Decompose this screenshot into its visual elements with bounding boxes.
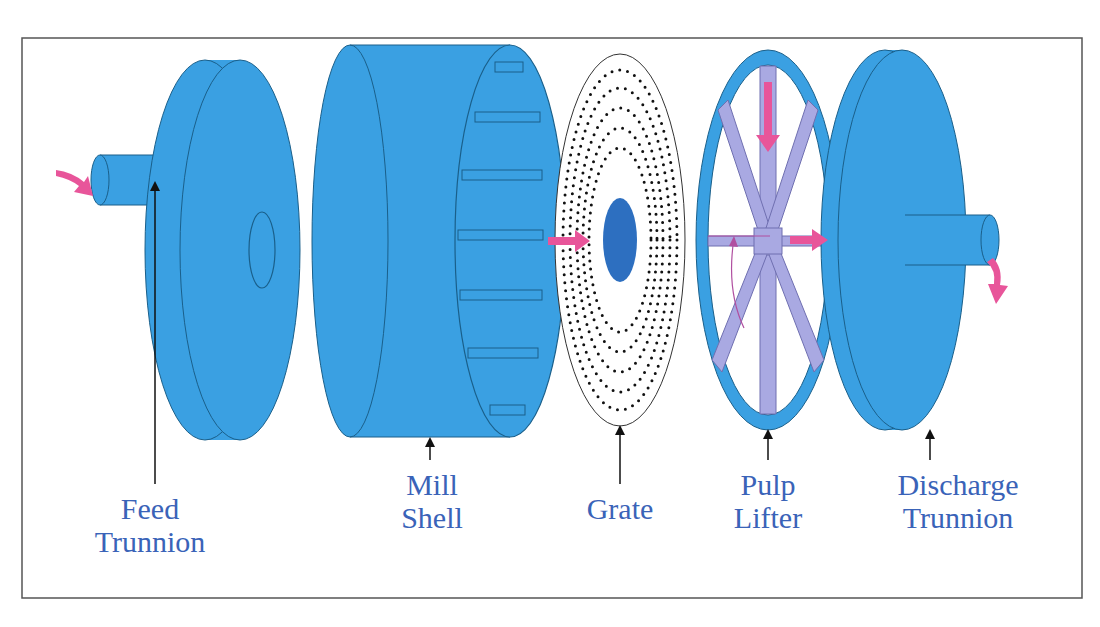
flow-arrows: [56, 82, 1008, 304]
leader-arrows: [155, 186, 930, 484]
pulp-lifter: [696, 50, 840, 430]
part-label: Pulp Lifter: [713, 468, 823, 534]
part-label: Discharge Trunnion: [883, 468, 1033, 534]
discharge-trunnion: [821, 50, 999, 430]
part-label: Feed Trunnion: [85, 492, 215, 558]
feed-end-disc: [145, 60, 300, 440]
frame: [22, 38, 1082, 598]
part-label: Grate: [550, 492, 690, 525]
mill-shell: [312, 45, 565, 437]
part-label: Mill Shell: [387, 468, 477, 534]
